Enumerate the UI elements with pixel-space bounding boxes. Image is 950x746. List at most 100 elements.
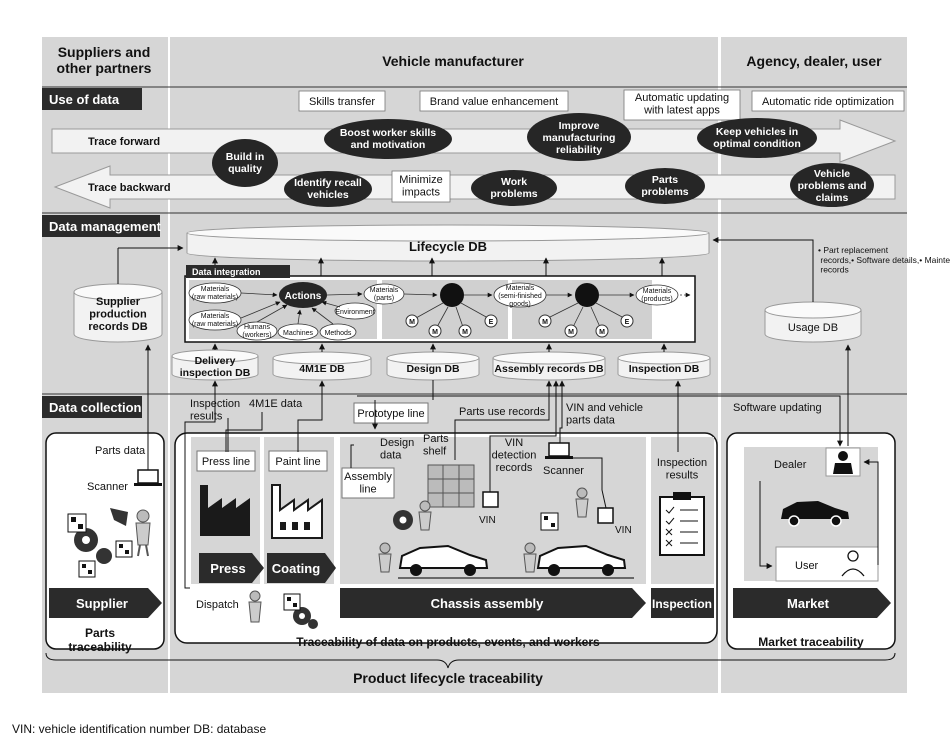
svg-text:Trace forward: Trace forward [88,136,160,148]
factor-machines: Machines [277,323,319,341]
svg-text:4M1E DB: 4M1E DB [299,363,345,375]
db-to-integration-arrows [212,343,667,352]
svg-text:Data integration: Data integration [192,267,261,277]
market-flow-lines [759,459,879,569]
svg-text:VIN: VIN [479,515,496,526]
column-header-agency: Agency, dealer, user [746,53,882,69]
laptop-icon-supplier [134,469,162,486]
section-label-use: Use of data [42,88,142,110]
material-parts: Materials(parts) [363,283,405,305]
section-dividers [42,86,907,395]
svg-text:Market traceability: Market traceability [758,635,864,649]
svg-text:Paint line: Paint line [275,456,320,468]
svg-text:Machines: Machines [283,330,313,337]
svg-text:E: E [625,319,630,326]
m-e-nodes: M M M E M M M E [405,314,634,338]
dealer-person-icon [825,447,861,477]
usage-db: Usage DB [764,301,862,343]
label-software-updating: Software updating [733,402,822,414]
section-label-collection: Data collection [42,396,142,418]
worker-icon-supplier [110,508,151,557]
svg-text:Market: Market [787,596,830,611]
material-products: Materials(products) [635,284,679,306]
svg-text:Inspection DB: Inspection DB [629,363,700,375]
svg-text:Materials(products): Materials(products) [641,288,673,303]
process-node-2 [440,283,464,307]
benefit-ride-optimization: Automatic ride optimization [751,90,905,112]
svg-text:M: M [568,329,574,336]
worker-icon-chassis-4 [575,487,589,518]
db-assembly-records: Assembly records DB [492,351,606,381]
footnote: VIN: vehicle identification number DB: d… [12,722,267,736]
db-inspection: Inspection DB [617,351,711,381]
worker-icon-chassis-3 [523,542,537,573]
section-label-management: Data management [42,215,162,237]
stage-press: Press [199,553,264,583]
svg-text:Press line: Press line [202,456,250,468]
svg-text:Skills transfer: Skills transfer [309,96,375,108]
material-raw-1: Materials(raw materials) [188,282,242,304]
label-scanner-chassis: Scanner [543,465,584,477]
svg-text:Design DB: Design DB [406,363,460,375]
laptop-icon-chassis [545,442,573,459]
qr-code-icon-supplier [67,513,133,578]
svg-text:Chassis assembly: Chassis assembly [431,596,545,611]
svg-text:Materials(parts): Materials(parts) [370,287,399,302]
svg-text:Usage DB: Usage DB [788,322,838,334]
svg-text:VIN: VIN [615,525,632,536]
car-icon-chassis-1 [398,544,489,576]
car-icon-chassis-2 [536,544,627,576]
svg-text:Supplier: Supplier [76,596,128,611]
label-dealer: Dealer [774,459,807,471]
material-raw-2: Materials(raw materials) [188,309,242,331]
stage-market: Market [733,588,891,618]
user-box: User [775,546,879,582]
benefit-skills-transfer: Skills transfer [298,90,386,112]
checklist-icon [659,492,705,556]
process-node-3 [575,283,599,307]
integration-to-lifecycle-arrows [212,257,665,276]
lifecycle-db: Lifecycle DB [186,224,710,262]
label-scanner-supplier: Scanner [87,481,128,493]
label-parts-use-records: Parts use records [459,406,546,418]
svg-text:M: M [542,319,548,326]
label-4m1e-data: 4M1E data [249,398,303,410]
svg-text:Assembly records DB: Assembly records DB [494,363,604,375]
gear-icon-chassis [393,510,413,530]
lifecycle-brace: Product lifecycle traceability [45,652,896,686]
svg-text:Inspection: Inspection [652,597,712,611]
db-design: Design DB [386,351,480,381]
stage-chassis: Chassis assembly [340,588,646,618]
svg-text:Data collection: Data collection [49,400,142,415]
svg-text:M: M [599,329,605,336]
factor-methods: Methods [319,323,357,341]
label-parts-data: Parts data [95,445,146,457]
svg-text:Automatic ride optimization: Automatic ride optimization [762,96,894,108]
